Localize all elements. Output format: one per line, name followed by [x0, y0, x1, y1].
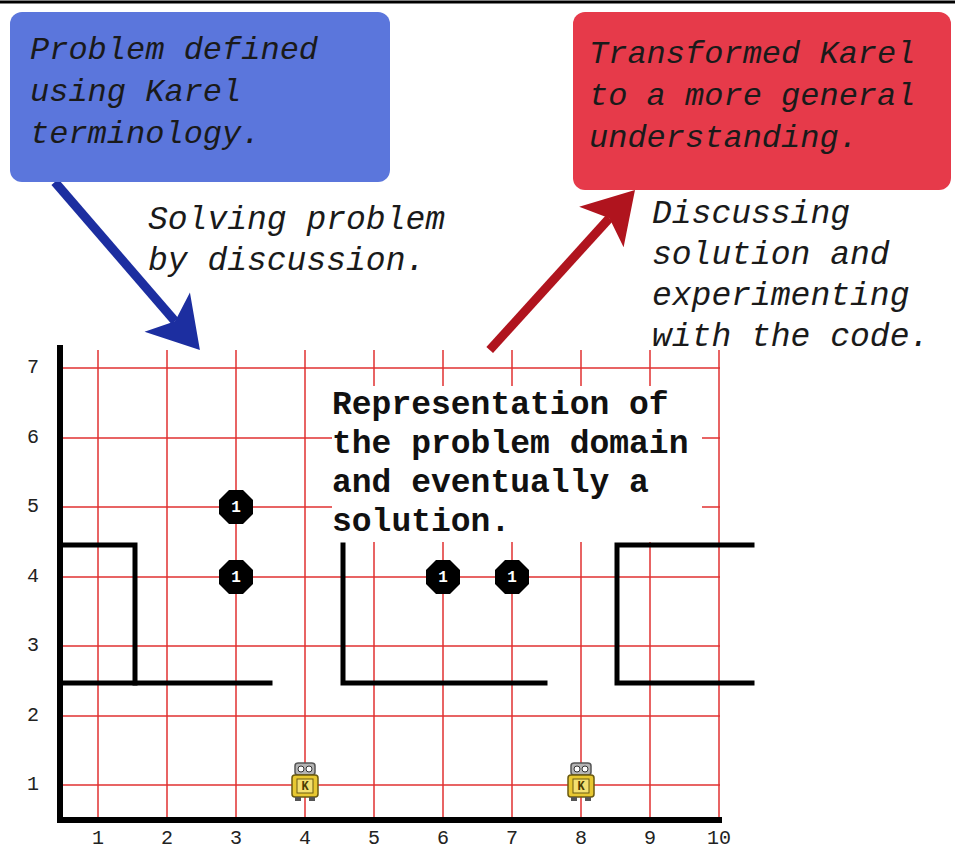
grid-line	[718, 350, 720, 818]
node-text: Problem defined using Karel terminology.	[30, 30, 370, 156]
grid-line	[62, 645, 720, 647]
beeper	[219, 560, 253, 594]
arrow-head	[145, 293, 200, 350]
axis-number: 10	[707, 829, 731, 849]
node-text: Representation of the problem domain and…	[332, 386, 702, 542]
walls	[60, 545, 752, 683]
axis-number: 4	[299, 829, 311, 849]
x-axis	[57, 817, 722, 823]
wall	[617, 545, 752, 683]
axis-number: 5	[27, 497, 39, 517]
grid-line	[304, 350, 306, 818]
axis-number: 6	[27, 428, 39, 448]
result-box: Transformed Karel to a more general unde…	[573, 12, 951, 190]
robot-letter: K	[301, 781, 308, 793]
wall	[343, 545, 545, 683]
beeper	[495, 560, 529, 594]
edge-label: Solving problem by discussion.	[148, 200, 478, 282]
problem-box: Problem defined using Karel terminology.	[10, 12, 390, 182]
axis-number: 7	[506, 829, 518, 849]
grid-line	[62, 715, 720, 717]
axis-number: 7	[27, 358, 39, 378]
axis-number: 2	[161, 829, 173, 849]
beeper-count: 1	[507, 570, 517, 586]
beeper-count: 1	[231, 500, 241, 516]
axis-number: 3	[27, 636, 39, 656]
beeper	[426, 560, 460, 594]
wall	[60, 681, 270, 686]
axis-number: 1	[92, 829, 104, 849]
axis-number: 5	[368, 829, 380, 849]
grid-line	[62, 784, 720, 786]
beeper	[219, 490, 253, 524]
node-text: Transformed Karel to a more general unde…	[589, 34, 935, 160]
arrow-head	[579, 190, 635, 247]
arrow-shaft	[490, 218, 610, 350]
grid-lines	[62, 350, 720, 818]
top-rule	[0, 1, 955, 4]
axes	[57, 345, 722, 823]
grid-line	[97, 350, 99, 818]
axis-number: 6	[437, 829, 449, 849]
karel-robot	[292, 763, 318, 801]
flow-arrow	[490, 190, 635, 350]
y-axis	[57, 345, 63, 823]
karel-robot	[568, 763, 594, 801]
edge-label: Discussing solution and experimenting wi…	[652, 194, 950, 358]
wall	[60, 545, 135, 683]
axis-number: 9	[644, 829, 656, 849]
axis-number: 3	[230, 829, 242, 849]
axis-number: 4	[27, 567, 39, 587]
robot-letter: K	[577, 781, 584, 793]
grid-line	[62, 576, 720, 578]
grid-world-region: Representation of the problem domain and…	[55, 350, 755, 820]
beeper-count: 1	[438, 570, 448, 586]
axis-number: 1	[27, 775, 39, 795]
axis-number: 8	[575, 829, 587, 849]
grid-line	[62, 367, 720, 369]
beeper-count: 1	[231, 570, 241, 586]
axis-number: 2	[27, 706, 39, 726]
grid-line	[166, 350, 168, 818]
robots	[292, 763, 594, 801]
